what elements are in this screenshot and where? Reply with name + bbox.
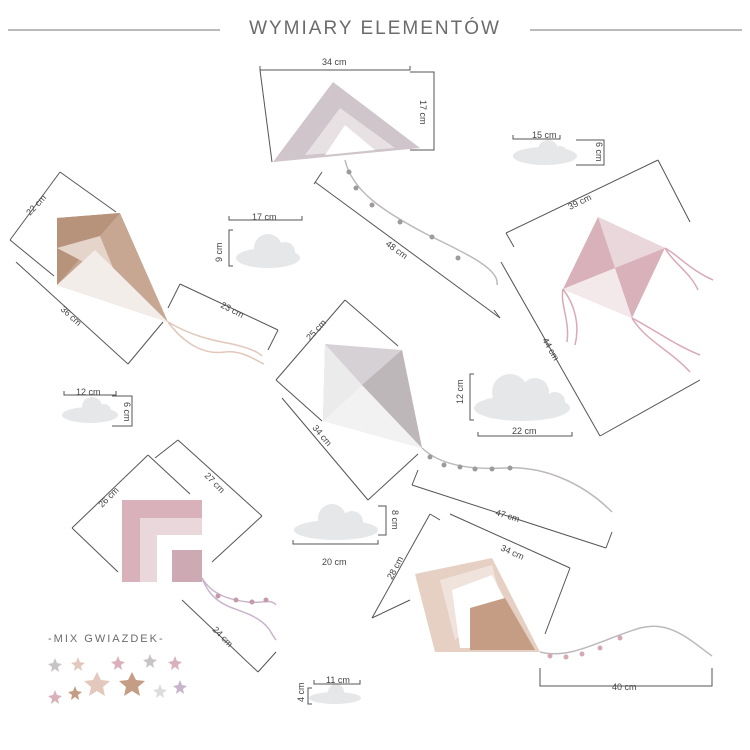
dim-label-br-kite-tail: 40 cm — [612, 682, 637, 692]
dim-label-cloud-4-height: 12 cm — [455, 379, 465, 404]
dims-left-kite — [9, 171, 279, 365]
dim-label-right-kite-a: 39 cm — [566, 192, 592, 212]
star-icon — [48, 658, 62, 672]
star-icon — [173, 680, 187, 694]
dims-cloud-1 — [512, 135, 605, 166]
dim-label-cloud-4-width: 22 cm — [512, 426, 537, 436]
kite-right — [561, 217, 714, 373]
dim-label-left-kite-a: 22 cm — [24, 193, 48, 218]
star-icon — [48, 690, 62, 704]
dim-label-right-kite-b: 44 cm — [540, 336, 561, 362]
dim-label-cloud-3-width: 12 cm — [76, 387, 101, 397]
dims-square-kite — [71, 439, 277, 673]
dim-label-top-kite-height: 17 cm — [418, 100, 428, 125]
kite-bottom-right — [415, 558, 713, 660]
dim-label-cloud-6-height: 4 cm — [296, 682, 306, 702]
dim-label-cloud-1-height: 6 cm — [594, 142, 604, 162]
dims-cloud-4 — [469, 373, 573, 437]
cloud-5 — [294, 504, 378, 540]
page-title: WYMIARY ELEMENTÓW — [249, 18, 501, 39]
kite-top — [273, 82, 498, 286]
dim-label-square-kite-b: 27 cm — [203, 470, 227, 495]
cloud-4 — [474, 374, 570, 421]
dim-label-top-kite-width: 34 cm — [322, 57, 347, 67]
dim-label-cloud-1-width: 15 cm — [532, 130, 557, 140]
cloud-6 — [309, 684, 361, 704]
dims-right-kite — [500, 159, 701, 437]
star-icon — [111, 656, 125, 670]
dims-center-kite — [275, 299, 613, 549]
kite-square — [122, 500, 277, 641]
star-icon — [153, 684, 167, 698]
dims-cloud-3 — [63, 391, 133, 427]
star-icon — [68, 686, 82, 700]
cloud-2 — [236, 234, 300, 268]
dim-label-cloud-5-height: 8 cm — [390, 510, 400, 530]
dims-br-kite — [371, 513, 713, 687]
star-icon — [143, 654, 157, 668]
cloud-1 — [513, 140, 577, 165]
cloud-3 — [62, 397, 118, 423]
dim-label-left-kite-tail: 23 cm — [219, 300, 245, 320]
dim-label-square-kite-tail: 24 cm — [211, 624, 235, 649]
star-icon — [84, 672, 110, 696]
dims-cloud-2 — [228, 216, 303, 267]
star-icon — [71, 657, 85, 671]
star-icon — [168, 656, 182, 670]
dim-label-cloud-6-width: 11 cm — [326, 675, 350, 685]
dims-top-kite — [259, 66, 501, 319]
dim-label-cloud-3-height: 6 cm — [122, 402, 132, 422]
dim-label-cloud-2-width: 17 cm — [252, 212, 277, 222]
dim-label-left-kite-b: 36 cm — [59, 304, 84, 328]
dim-label-br-kite-b: 34 cm — [499, 543, 525, 562]
stars-label: -MIX GWIAZDEK- — [48, 633, 165, 645]
dims-cloud-5 — [292, 505, 387, 545]
star-icon — [119, 672, 145, 696]
kite-left — [57, 213, 265, 365]
dim-label-cloud-5-width: 20 cm — [322, 557, 347, 567]
stars-mix — [48, 654, 187, 704]
dim-label-cloud-2-height: 9 cm — [214, 242, 224, 262]
dim-label-square-kite-a: 26 cm — [96, 485, 120, 509]
dim-label-center-kite-tail: 47 cm — [494, 507, 520, 524]
dim-label-center-kite-a: 25 cm — [304, 318, 328, 343]
dim-label-br-kite-a: 28 cm — [385, 555, 405, 581]
kite-center — [323, 344, 613, 513]
dims-cloud-6 — [307, 680, 361, 705]
